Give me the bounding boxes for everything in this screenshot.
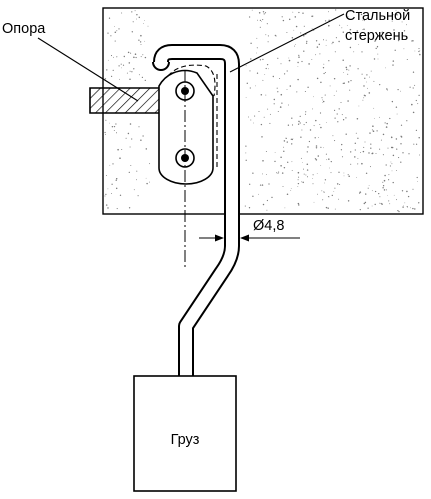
wall-stipple [104,9,421,213]
support-label: Опора [2,21,46,37]
steel-rod [152,44,240,378]
hanger-plate [158,64,218,185]
rod-leader-line [229,13,345,73]
load-box [133,375,237,492]
steel-rod-label-line2: стержень [345,28,408,44]
support-leader-line [37,37,139,102]
diameter-label: Ø4,8 [253,218,284,234]
diameter-dimension: Ø4,8 [199,218,300,242]
load-label: Груз [171,432,200,448]
steel-rod-label-line1: Стальной [345,8,410,24]
